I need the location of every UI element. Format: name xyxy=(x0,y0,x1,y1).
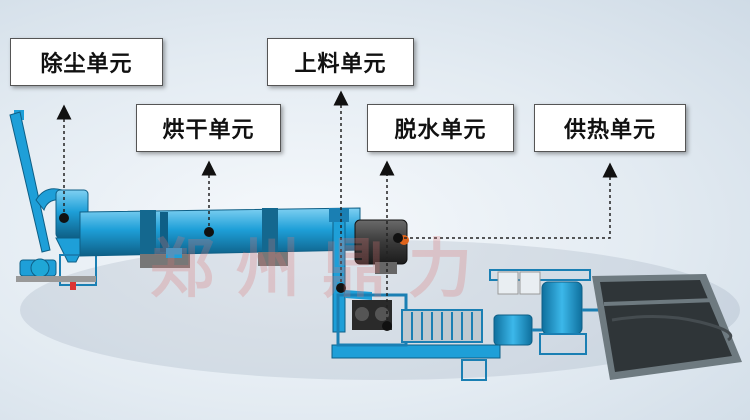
drive-gear xyxy=(160,212,168,252)
burner-support xyxy=(375,262,397,274)
dust-removal-unit xyxy=(9,110,97,290)
feeding-unit xyxy=(329,208,372,333)
drive-motor xyxy=(166,248,182,258)
annotation-dots xyxy=(59,213,403,331)
base-frame xyxy=(16,276,96,282)
label-dewatering: 脱水单元 xyxy=(367,104,514,152)
press-roller xyxy=(355,307,369,321)
press-roller xyxy=(375,307,389,321)
watermark: 郑州鼎力 xyxy=(150,232,494,307)
label-dust-removal: 除尘单元 xyxy=(10,38,163,86)
annotation-lines xyxy=(56,90,618,326)
pit-surface xyxy=(611,314,733,342)
white-hopper xyxy=(519,271,541,295)
tank-base xyxy=(539,333,587,355)
anchor-dot xyxy=(336,283,346,293)
exhaust-stack xyxy=(9,111,51,253)
white-hopper xyxy=(497,271,519,295)
fan-housing xyxy=(30,258,50,278)
leader-heat xyxy=(398,162,618,239)
pump-stand xyxy=(461,359,487,381)
anchor-dot xyxy=(382,321,392,331)
elevator-head xyxy=(329,208,349,222)
dosing-tank xyxy=(493,314,533,346)
anchor-dot xyxy=(59,213,69,223)
red-valve xyxy=(70,282,76,290)
anchor-dot xyxy=(204,227,214,237)
support-frame xyxy=(59,254,97,286)
label-drying: 烘干单元 xyxy=(136,104,281,152)
label-feeding: 上料单元 xyxy=(267,38,414,86)
drying-unit xyxy=(79,207,361,268)
riding-ring xyxy=(262,208,278,252)
storage-tank xyxy=(541,281,583,335)
dewatering-unit xyxy=(331,293,501,381)
riding-ring xyxy=(140,210,156,254)
pit-divider xyxy=(603,298,717,306)
label-heat-supply: 供热单元 xyxy=(534,104,686,152)
anchor-dot xyxy=(393,233,403,243)
support-base xyxy=(258,252,288,266)
tank-group xyxy=(489,269,600,355)
sludge-pit xyxy=(592,274,742,380)
press-platform xyxy=(331,344,501,359)
burner-unit xyxy=(354,219,409,274)
filter-plates xyxy=(411,312,473,340)
